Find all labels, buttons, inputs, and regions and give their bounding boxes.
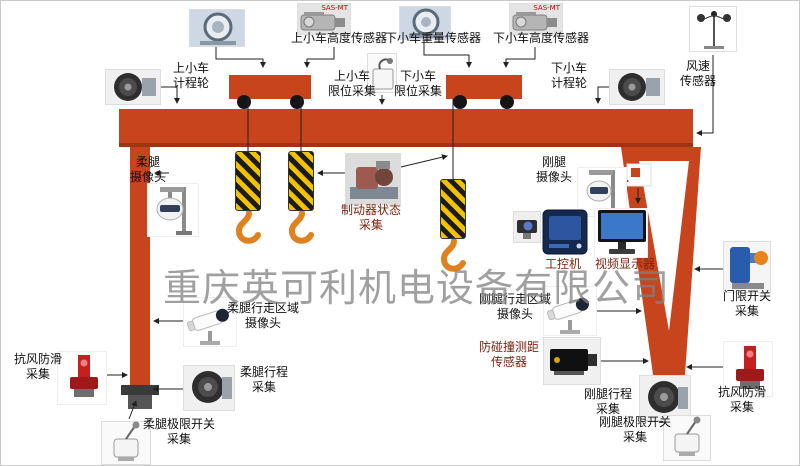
label-upper-trolley-odometer: 上小车 计程轮: [172, 61, 209, 90]
label-anti-wind-skid-left: 抗风防滑 采集: [13, 352, 62, 381]
pulley-block-stripes: [235, 151, 261, 211]
industrial-pc-image: [541, 207, 589, 257]
door-limit-switch-image: [723, 241, 771, 293]
label-anti-wind-skid-right: 抗风防滑 采集: [717, 385, 766, 414]
label-lower-trolley-weight-sensor: 下小车重量传感器: [384, 31, 481, 45]
hook-block-1: [234, 151, 262, 247]
pulley-block-stripes: [288, 151, 314, 211]
ring-load-sensor-left-image: [189, 9, 245, 47]
height-encoder-right-image: SAS-MT: [509, 3, 563, 35]
lower-trolley-odometer-wheel-image: [609, 69, 665, 105]
flexible-leg-travel-wheel-image: [183, 365, 235, 411]
brake-status-device-image: [345, 153, 401, 205]
label-flexible-leg-limit-switch: 柔腿极限开关 采集: [142, 417, 215, 446]
hook-icon: [236, 211, 261, 244]
anti-wind-rail-clamp-left-image: [57, 351, 107, 405]
video-monitor-image: [594, 208, 648, 258]
label-rigid-leg-area-camera: 刚腿行走区域 摄像头: [478, 292, 551, 321]
label-rigid-leg-limit-switch: 刚腿极限开关 采集: [598, 415, 671, 444]
hook-block-2: [287, 151, 315, 247]
label-lower-trolley-height-sensor: 下小车高度传感器: [492, 31, 589, 45]
label-anti-collision-sensor: 防碰撞测距 传感器: [478, 340, 539, 369]
label-video-display: 视频显示器: [594, 257, 655, 271]
flexible-leg-ptz-camera-image: [147, 183, 199, 237]
label-flexible-leg-area-camera: 柔腿行走区域 摄像头: [226, 301, 299, 330]
label-rigid-leg-travel: 刚腿行程 采集: [583, 387, 632, 416]
small-camera-image: [513, 211, 541, 243]
anti-collision-sensor-image: [543, 337, 601, 385]
label-wind-speed-sensor: 风速 传感器: [679, 59, 716, 88]
label-industrial-pc: 工控机: [544, 257, 581, 271]
main-beam: [119, 109, 693, 147]
label-brake-status: 制动器状态 采集: [340, 203, 401, 232]
label-flexible-leg-camera: 柔腿 摄像头: [129, 155, 166, 184]
label-flexible-leg-travel: 柔腿行程 采集: [239, 365, 288, 394]
upper-trolley-odometer-wheel-image: [105, 69, 161, 105]
anti-wind-rail-clamp-right-image: [723, 341, 773, 397]
label-upper-trolley-height-sensor: 上小车高度传感器: [290, 31, 387, 45]
motor-model-text: SAS-MT: [533, 4, 560, 12]
pulley-block-stripes: [440, 179, 466, 239]
rigid-leg-limit-switch-image: [663, 415, 711, 461]
label-upper-trolley-limit: 上小车 限位采集: [327, 69, 376, 98]
label-lower-trolley-limit: 下小车 限位采集: [393, 69, 442, 98]
label-rigid-leg-camera: 刚腿 摄像头: [535, 155, 572, 184]
company-watermark: 重庆英可利机电设备有限公司: [163, 266, 671, 310]
ring-load-sensor-right-image: [399, 6, 451, 40]
lower-trolley: [446, 75, 522, 109]
height-encoder-left-image: SAS-MT: [297, 3, 351, 35]
label-lower-trolley-odometer: 下小车 计程轮: [550, 61, 587, 90]
hook-icon: [441, 239, 466, 272]
hook-icon: [289, 211, 314, 244]
rigid-leg-area-bullet-camera-image: [543, 286, 597, 336]
wind-speed-sensor-image: [689, 6, 737, 52]
flexible-leg-limit-switch-image: [101, 421, 151, 465]
upper-trolley: [229, 75, 311, 109]
label-door-limit-switch: 门限开关 采集: [722, 289, 771, 318]
trolley-limit-switch-image: [367, 53, 397, 93]
motor-model-text: SAS-MT: [321, 4, 348, 12]
flexible-leg-area-bullet-camera-image: [183, 297, 237, 347]
hook-block-3: [439, 179, 467, 275]
hoist-cables: [247, 99, 454, 183]
rigid-leg-travel-wheel-image: [639, 375, 691, 421]
